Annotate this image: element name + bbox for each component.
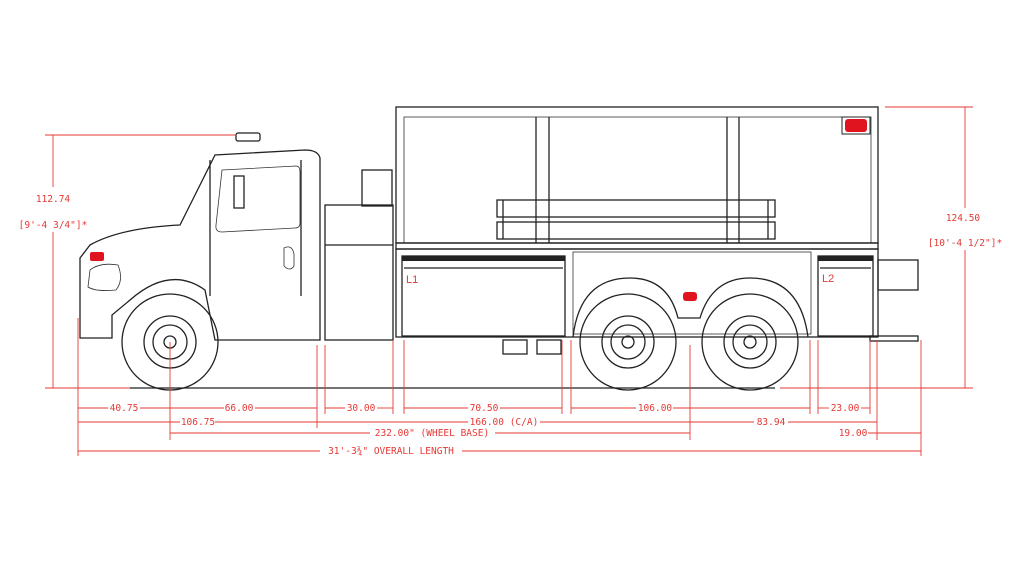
svg-text:232.00" (WHEEL BASE): 232.00" (WHEEL BASE) <box>375 428 489 439</box>
cab-height-dimension: 112.74 [9'-4 3/4"]* <box>19 134 236 389</box>
dimension-row-3: 232.00" (WHEEL BASE) 19.00 <box>170 428 921 439</box>
rear-wheel-2 <box>701 293 799 391</box>
rear-wheel-1 <box>579 293 677 391</box>
tandem-fender <box>572 277 809 338</box>
svg-text:30.00: 30.00 <box>347 403 376 414</box>
svg-text:112.74: 112.74 <box>36 194 71 205</box>
cab <box>79 132 394 341</box>
dimension-row-1: 40.75 66.00 30.00 70.50 106.00 23.00 <box>78 403 870 414</box>
battery-box <box>502 339 528 355</box>
svg-text:23.00: 23.00 <box>831 403 860 414</box>
compartment-l1[interactable]: L1 <box>401 255 566 337</box>
compartment-label: L1 <box>406 274 418 286</box>
compartment-label: L2 <box>822 273 834 285</box>
overall-length-dimension: 31'-3¾" OVERALL LENGTH <box>78 446 921 457</box>
headlight-icon <box>90 252 104 261</box>
svg-text:[10'-4 1/2"]*: [10'-4 1/2"]* <box>928 238 1002 249</box>
dimension-row-2: 106.75 166.00 (C/A) 83.94 <box>78 417 877 428</box>
svg-text:106.00: 106.00 <box>638 403 673 414</box>
svg-text:166.00 (C/A): 166.00 (C/A) <box>470 417 539 428</box>
svg-text:124.50: 124.50 <box>946 213 981 224</box>
svg-text:106.75: 106.75 <box>181 417 215 428</box>
body-height-dimension: 124.50 [10'-4 1/2"]* <box>780 106 1002 389</box>
marker-light-lens <box>845 119 867 132</box>
svg-text:70.50: 70.50 <box>470 403 499 414</box>
battery-box <box>536 339 562 355</box>
svg-text:83.94: 83.94 <box>757 417 786 428</box>
rear-step <box>869 335 919 342</box>
rear-step-box <box>877 259 919 291</box>
svg-text:66.00: 66.00 <box>225 403 254 414</box>
extension-lines <box>77 318 922 456</box>
svg-text:40.75: 40.75 <box>110 403 139 414</box>
side-marker-light <box>683 292 697 301</box>
svg-text:19.00: 19.00 <box>839 428 868 439</box>
compartment-l2[interactable]: L2 <box>817 255 874 337</box>
svg-text:31'-3¾" OVERALL LENGTH: 31'-3¾" OVERALL LENGTH <box>328 446 454 457</box>
svg-text:[9'-4 3/4"]*: [9'-4 3/4"]* <box>19 220 88 231</box>
hose-tubes <box>496 199 776 240</box>
